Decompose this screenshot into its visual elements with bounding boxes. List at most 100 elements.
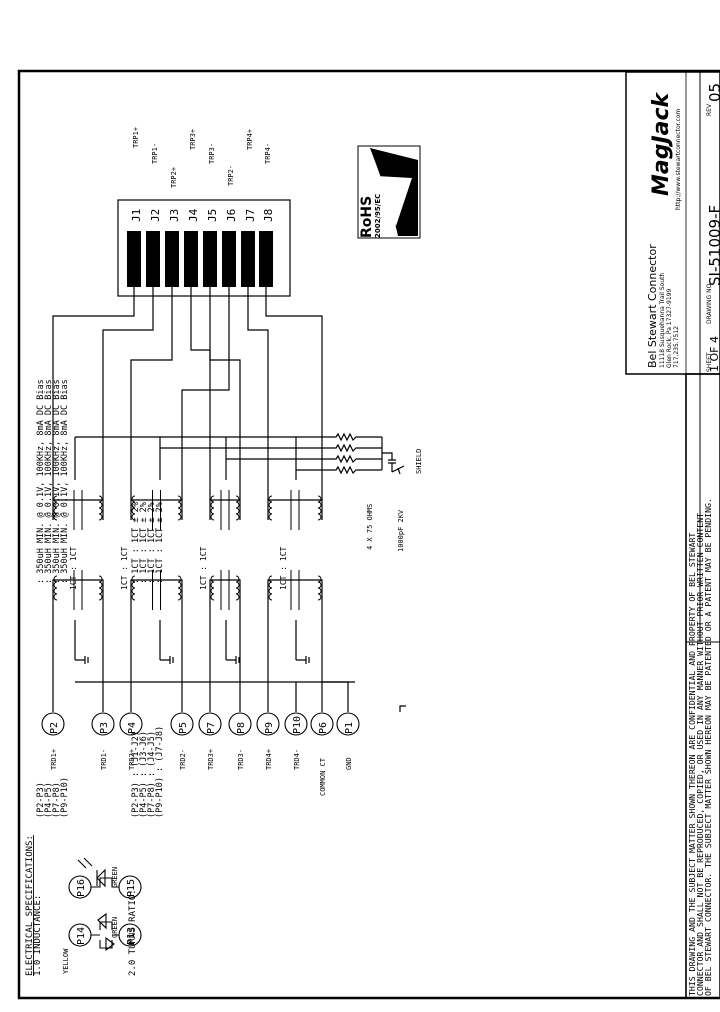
jack-contact-j4	[184, 231, 198, 287]
pin-label-p4: TRD2+	[128, 749, 136, 770]
pin-label-p1: GND	[345, 757, 353, 770]
company-block: Bel Stewart Connector 11118 Susquehanna …	[646, 91, 682, 368]
jack-contact-j3	[165, 231, 179, 287]
pin-label-p10: TRD4-	[293, 749, 301, 770]
spec-title: ELECTRICAL SPECIFICATIONS:	[25, 835, 35, 976]
led-section: P16 P15 GREEN P14 P13 GREEN YELLOW	[62, 857, 142, 974]
pin-id-p3: P3	[99, 722, 110, 734]
turns-ratio-label-1: 1CT : 1CT	[69, 546, 78, 590]
pin-label-p7: TRD3+	[207, 749, 215, 770]
pin-id-p1: P1	[344, 722, 355, 734]
led-color-yellow: YELLOW	[62, 948, 70, 974]
capacitor-label: 1000pF 2KV	[397, 509, 405, 552]
turns-pair-2: (P4-P5) : (J3-J6)	[139, 731, 149, 818]
resistor-label: 4 X 75 OHMS	[366, 504, 374, 550]
jack-label-j3: J3	[168, 209, 181, 222]
pin-label-p5: TRD2-	[179, 749, 187, 770]
turns-ratio-label-2: 1CT : 1CT	[120, 546, 129, 590]
pin-label-p2: TRD1+	[50, 749, 58, 770]
pin-label-p3: TRD1-	[100, 749, 108, 770]
rev-header: REV	[706, 103, 713, 116]
turns-value-4: : 1CT : 1CT ± 2%	[155, 502, 165, 584]
jack-label-j1: J1	[130, 209, 143, 222]
jack-label-j5: J5	[206, 209, 219, 222]
pin-id-p8: P8	[236, 722, 247, 734]
rev-number: 05	[706, 83, 720, 102]
company-phone: 717.235.7512	[673, 326, 680, 368]
jack-signal-j7: TRP4+	[246, 129, 254, 150]
pin-id-p2: P2	[49, 722, 60, 734]
electrical-specifications: ELECTRICAL SPECIFICATIONS: 1.0 INDUCTANC…	[25, 379, 165, 976]
turns-ratio-label-4: 1CT : 1CT	[279, 546, 288, 590]
termination-network: 4 X 75 OHMS 1000pF 2KV SHIELD	[366, 449, 423, 552]
confidential-notice: THIS DRAWING AND THE SUBJECT MATTER SHOW…	[687, 498, 713, 996]
jack-signal-j1: TRP1+	[132, 127, 140, 148]
company-address-2: Glen Rock, Pa 17327-9199	[666, 288, 673, 368]
confidential-line-3: OF BEL STEWART CONNECTOR. THE SUBJECT MA…	[703, 498, 713, 996]
schematic-wiring	[52, 287, 406, 712]
pin-label-p9: TRD4+	[265, 749, 273, 770]
pin-label-p8: TRD3-	[237, 749, 245, 770]
transformer-4	[268, 490, 322, 610]
pin-id-p4: P4	[127, 722, 138, 734]
spec-inductance-label: 1.0 INDUCTANCE:	[33, 895, 43, 976]
company-name: Bel Stewart Connector	[646, 244, 659, 368]
magjack-logo: MagJack	[649, 91, 674, 196]
drawing-header: DRAWING NO.	[706, 282, 713, 324]
jack-label-j6: J6	[225, 209, 238, 222]
led-pin-p13: P13	[126, 927, 137, 945]
inductance-value-1: : 350uH MIN. @ 0.1V, 100KHz, 8mA DC Bias	[36, 379, 46, 584]
pin-id-p5: P5	[178, 722, 189, 734]
jack-contact-j2	[146, 231, 160, 287]
turns-pair-4: (P9-P10) : (J7-J8)	[155, 726, 165, 818]
pin-label-p6: COMMON CT	[319, 757, 327, 796]
transformer-1	[53, 490, 103, 610]
sheet-number: 1 OF 4	[708, 336, 720, 372]
jack-contact-j5	[203, 231, 217, 287]
rohs-title: RoHS	[359, 196, 375, 238]
led-color-green-2: GREEN	[111, 917, 119, 938]
title-block-text: SHEET 1 OF 4 DRAWING NO. SI-51009-F REV …	[706, 83, 720, 372]
led-pin-p16: P16	[76, 879, 87, 897]
rohs-logo: RoHS 2002/95/EC	[357, 145, 421, 239]
jack-contact-j8	[259, 231, 273, 287]
inductance-value-4: : 350uH MIN. @ 0.1V, 100KHz, 8mA DC Bias	[60, 379, 70, 584]
transformer-2	[131, 490, 182, 610]
turns-value-1: : 1CT : 1CT ± 2%	[131, 502, 141, 584]
jack-contact-j1	[127, 231, 141, 287]
company-url: http://www.stewartconnector.com	[675, 109, 682, 210]
inductance-value-2: : 350uH MIN. @ 0.1V, 100KHz, 8mA DC Bias	[44, 379, 54, 584]
jack-label-j7: J7	[244, 209, 257, 222]
turns-pair-1: (P2-P3) : (J1-J2)	[131, 731, 141, 818]
inductance-value-3: : 350uH MIN. @ 0.1V, 100KHz, 8mA DC Bias	[52, 379, 62, 584]
jack-signal-j6: TRP2-	[227, 165, 235, 186]
pin-id-p9: P9	[264, 722, 275, 734]
jack-label-j8: J8	[262, 209, 275, 222]
jack-contact-j7	[241, 231, 255, 287]
jack-label-j2: J2	[149, 209, 162, 222]
jack-contact-j6	[222, 231, 236, 287]
confidential-line-1: THIS DRAWING AND THE SUBJECT MATTER SHOW…	[687, 533, 697, 996]
jack-signal-j8: TRP4-	[264, 143, 272, 164]
drawing-number: SI-51009-F	[706, 205, 720, 286]
pin-id-p6: P6	[318, 722, 329, 734]
jack-signal-j4: TRP3+	[189, 129, 197, 150]
shield-label: SHIELD	[415, 449, 423, 474]
inductance-pair-4: (P9-P10)	[60, 777, 70, 818]
transformers	[53, 490, 322, 610]
jack-signal-j2: TRP1-	[151, 143, 159, 164]
inductance-pair-3: (P7-P8)	[52, 782, 62, 818]
pin-id-p7: P7	[206, 722, 217, 734]
sheet-header: SHEET	[706, 352, 713, 372]
led-pin-p15: P15	[126, 879, 137, 897]
